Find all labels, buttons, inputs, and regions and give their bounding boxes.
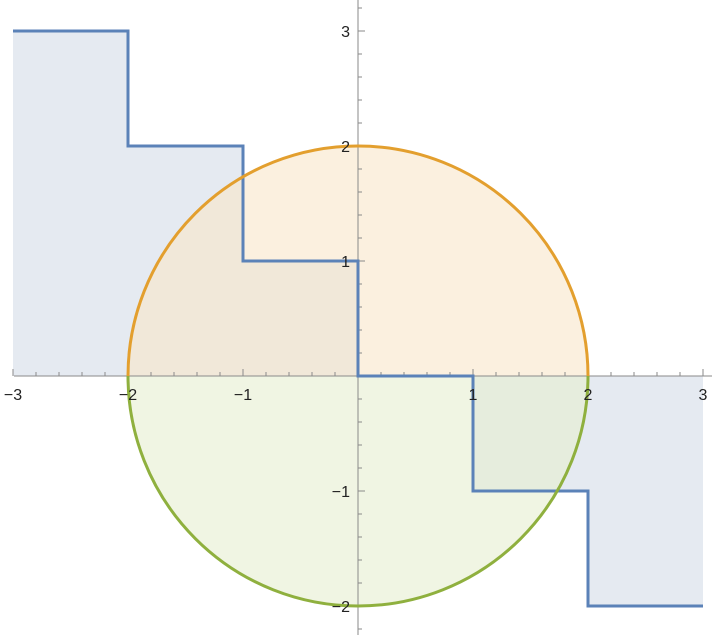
lower-semicircle-curve (126, 375, 590, 608)
tick-label-layer: −3 −2 −1 1 2 3 3 2 1 −1 −2 (4, 24, 708, 616)
x-tick-label: −2 (119, 387, 137, 404)
y-tick-label: −1 (332, 484, 350, 501)
y-tick-label: 2 (341, 139, 350, 156)
y-tick-label: −2 (332, 599, 350, 616)
x-tick-label: 3 (699, 387, 708, 404)
upper-semicircle-curve (126, 144, 590, 377)
step-curve (13, 29, 703, 608)
y-tick-label: 1 (341, 254, 350, 271)
x-tick-label: −1 (234, 387, 252, 404)
x-tick-label: −3 (4, 387, 22, 404)
curve-layer (13, 29, 703, 608)
x-tick-label: 1 (469, 387, 478, 404)
x-tick-label: 2 (584, 387, 593, 404)
y-tick-label: 3 (341, 24, 350, 41)
